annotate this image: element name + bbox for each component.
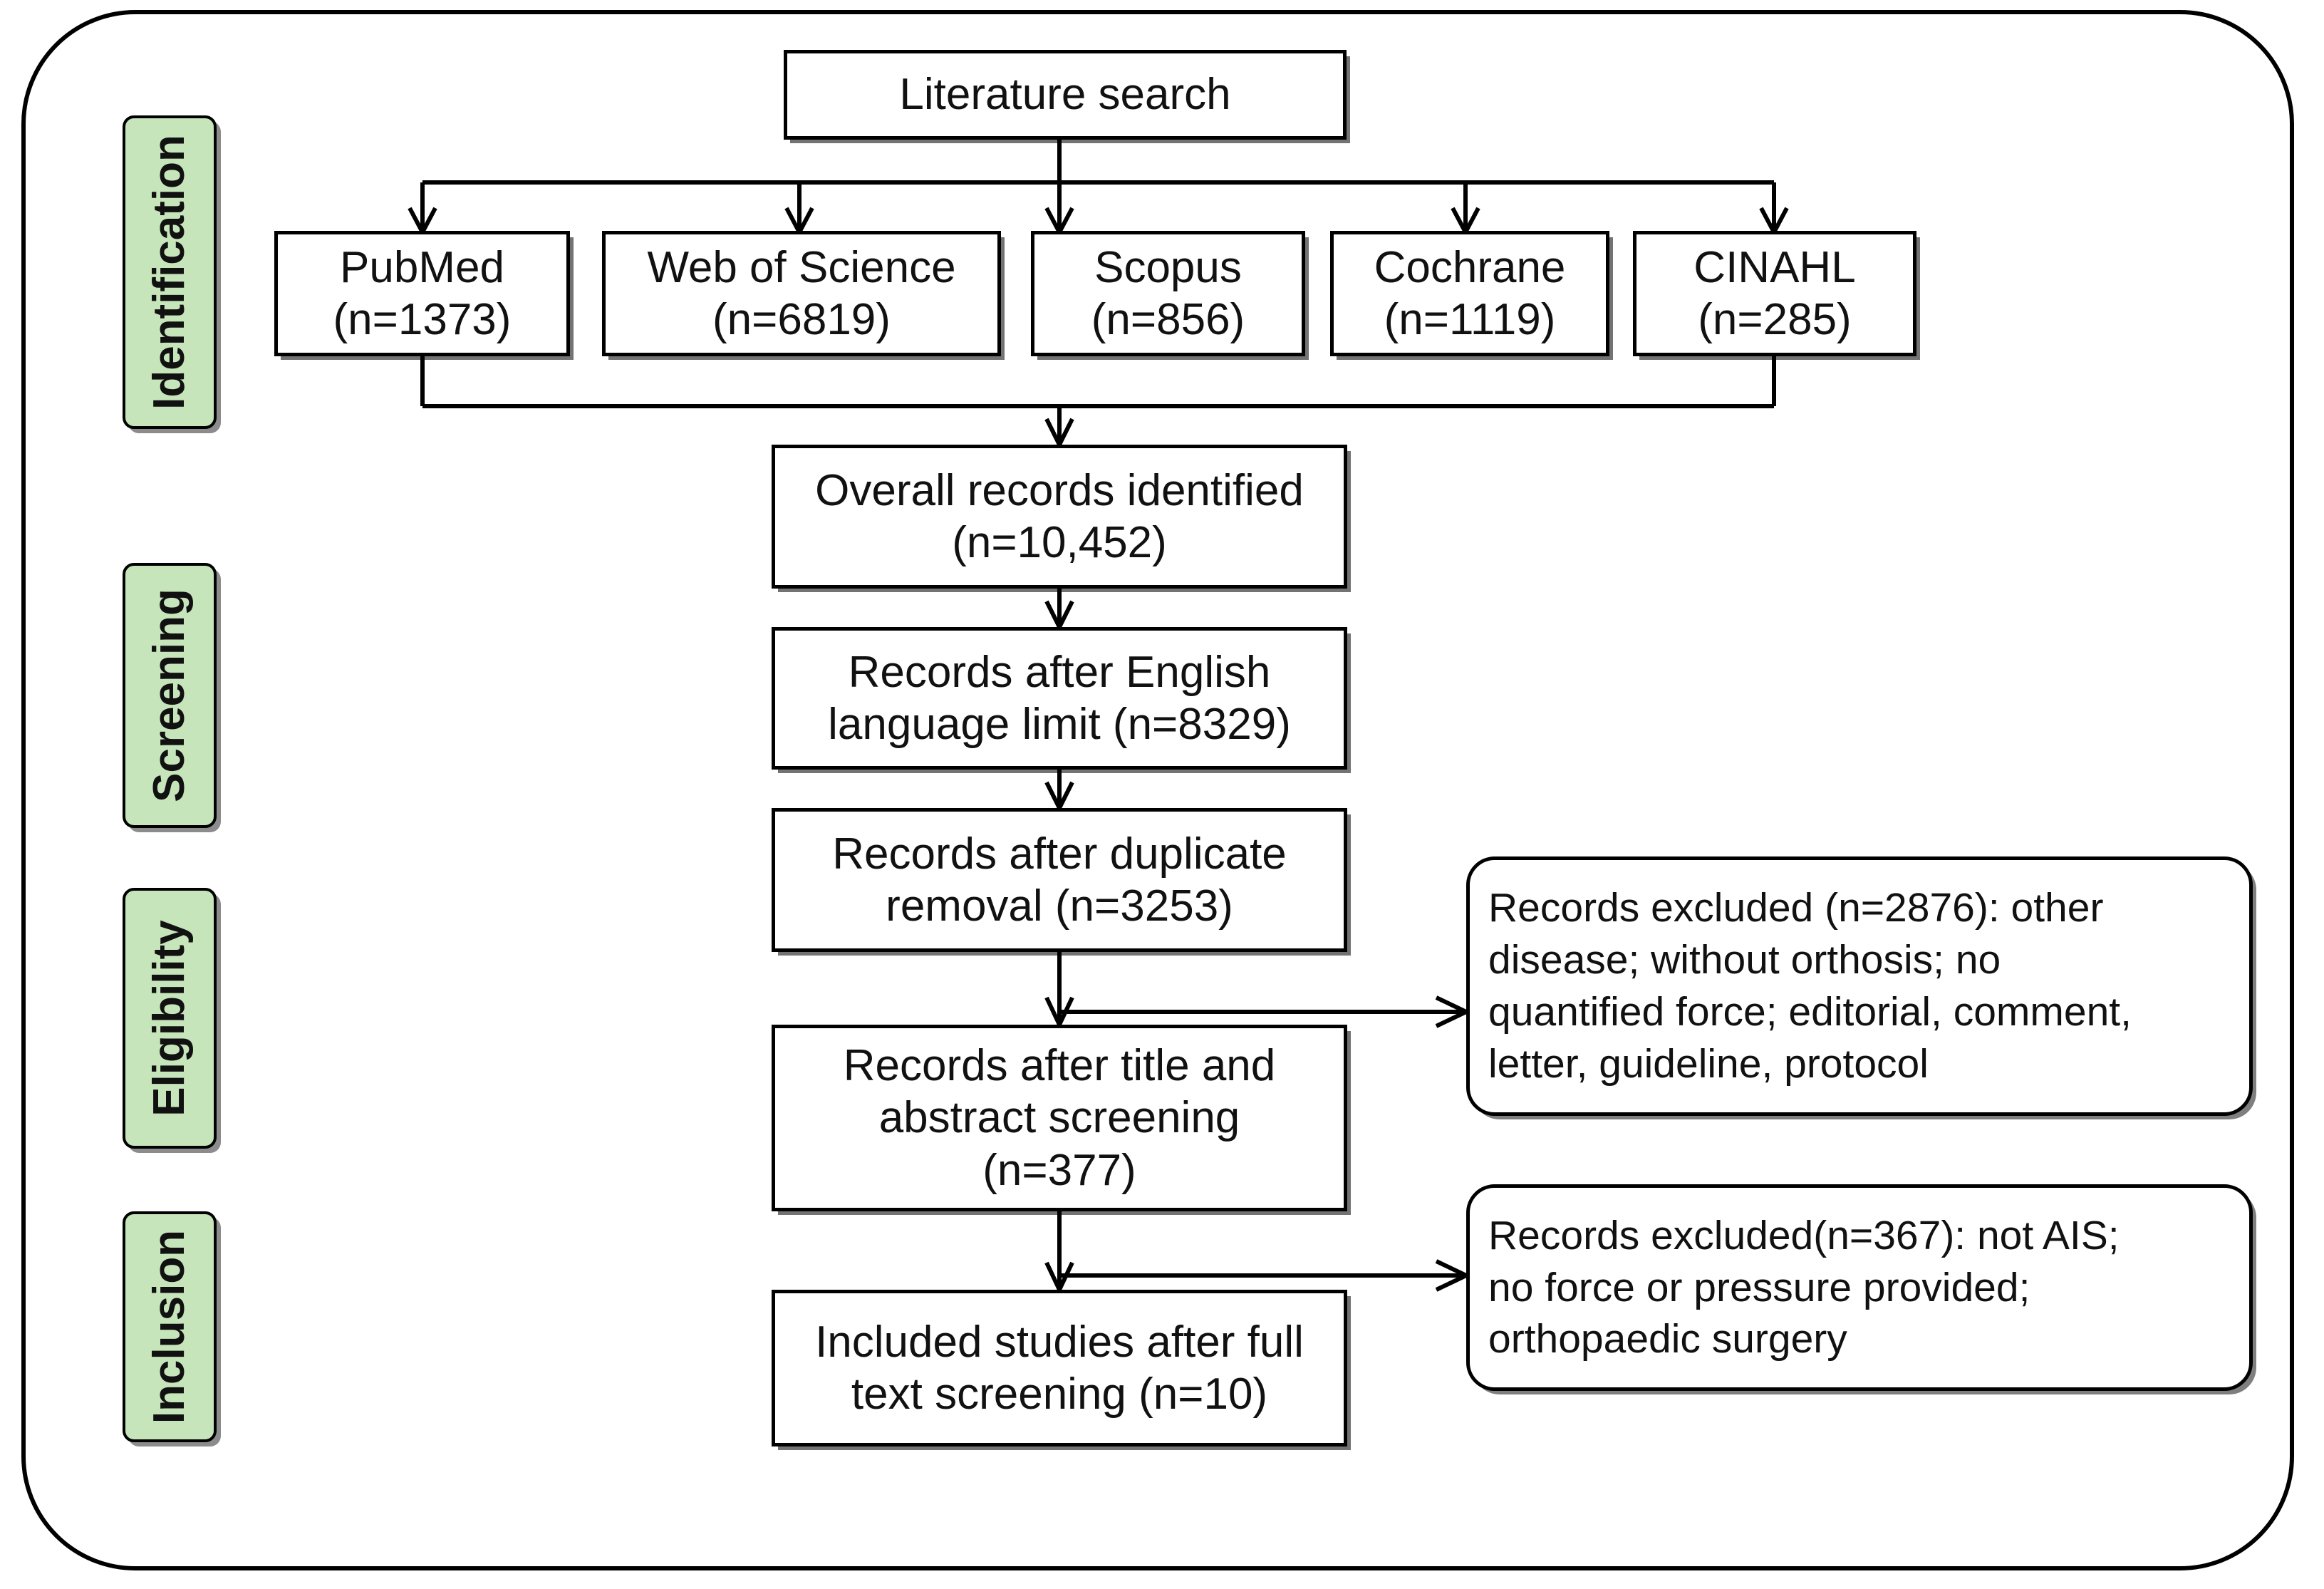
excluded-records-box-2[interactable]: Records excluded(n=367): not AIS; no for… xyxy=(1466,1184,2253,1391)
stage-tab-screening-label: Screening xyxy=(145,589,194,802)
source-box-scopus[interactable]: Scopus (n=856) xyxy=(1031,231,1305,356)
stage-tab-inclusion[interactable]: Inclusion xyxy=(123,1211,217,1442)
duplicate-removal-box[interactable]: Records after duplicate removal (n=3253) xyxy=(772,808,1347,952)
source-box-web-of-science[interactable]: Web of Science (n=6819) xyxy=(602,231,1001,356)
included-studies-box[interactable]: Included studies after full text screeni… xyxy=(772,1290,1347,1446)
title-abstract-screening-label: Records after title and abstract screeni… xyxy=(843,1041,1276,1195)
literature-search-label: Literature search xyxy=(899,70,1231,120)
overall-records-label: Overall records identified (n=10,452) xyxy=(815,465,1304,567)
english-limit-label: Records after English language limit (n=… xyxy=(828,647,1291,749)
source-label-cochrane: Cochrane (n=1119) xyxy=(1374,242,1566,344)
stage-tab-screening[interactable]: Screening xyxy=(123,563,217,828)
stage-tab-inclusion-label: Inclusion xyxy=(145,1229,194,1424)
stage-tab-eligibility-label: Eligibility xyxy=(145,920,194,1117)
overall-records-box[interactable]: Overall records identified (n=10,452) xyxy=(772,445,1347,589)
source-label-web-of-science: Web of Science (n=6819) xyxy=(647,242,956,344)
excluded-records-label-2: Records excluded(n=367): not AIS; no for… xyxy=(1488,1212,2120,1362)
title-abstract-screening-box[interactable]: Records after title and abstract screeni… xyxy=(772,1025,1347,1211)
source-box-cochrane[interactable]: Cochrane (n=1119) xyxy=(1330,231,1609,356)
stage-tab-eligibility[interactable]: Eligibility xyxy=(123,888,217,1149)
stage-tab-identification[interactable]: Identification xyxy=(123,115,217,429)
included-studies-label: Included studies after full text screeni… xyxy=(815,1317,1304,1419)
literature-search-box[interactable]: Literature search xyxy=(784,50,1347,140)
excluded-records-label-1: Records excluded (n=2876): other disease… xyxy=(1488,885,2132,1087)
english-limit-box[interactable]: Records after English language limit (n=… xyxy=(772,627,1347,770)
source-label-cinahl: CINAHL (n=285) xyxy=(1693,242,1856,344)
duplicate-removal-label: Records after duplicate removal (n=3253) xyxy=(832,829,1287,931)
source-label-pubmed: PubMed (n=1373) xyxy=(333,242,512,344)
source-box-cinahl[interactable]: CINAHL (n=285) xyxy=(1633,231,1916,356)
excluded-records-box-1[interactable]: Records excluded (n=2876): other disease… xyxy=(1466,856,2253,1116)
source-label-scopus: Scopus (n=856) xyxy=(1091,242,1245,344)
stage-tab-identification-label: Identification xyxy=(145,135,194,410)
diagram-outer-frame xyxy=(21,10,2294,1570)
source-box-pubmed[interactable]: PubMed (n=1373) xyxy=(274,231,570,356)
